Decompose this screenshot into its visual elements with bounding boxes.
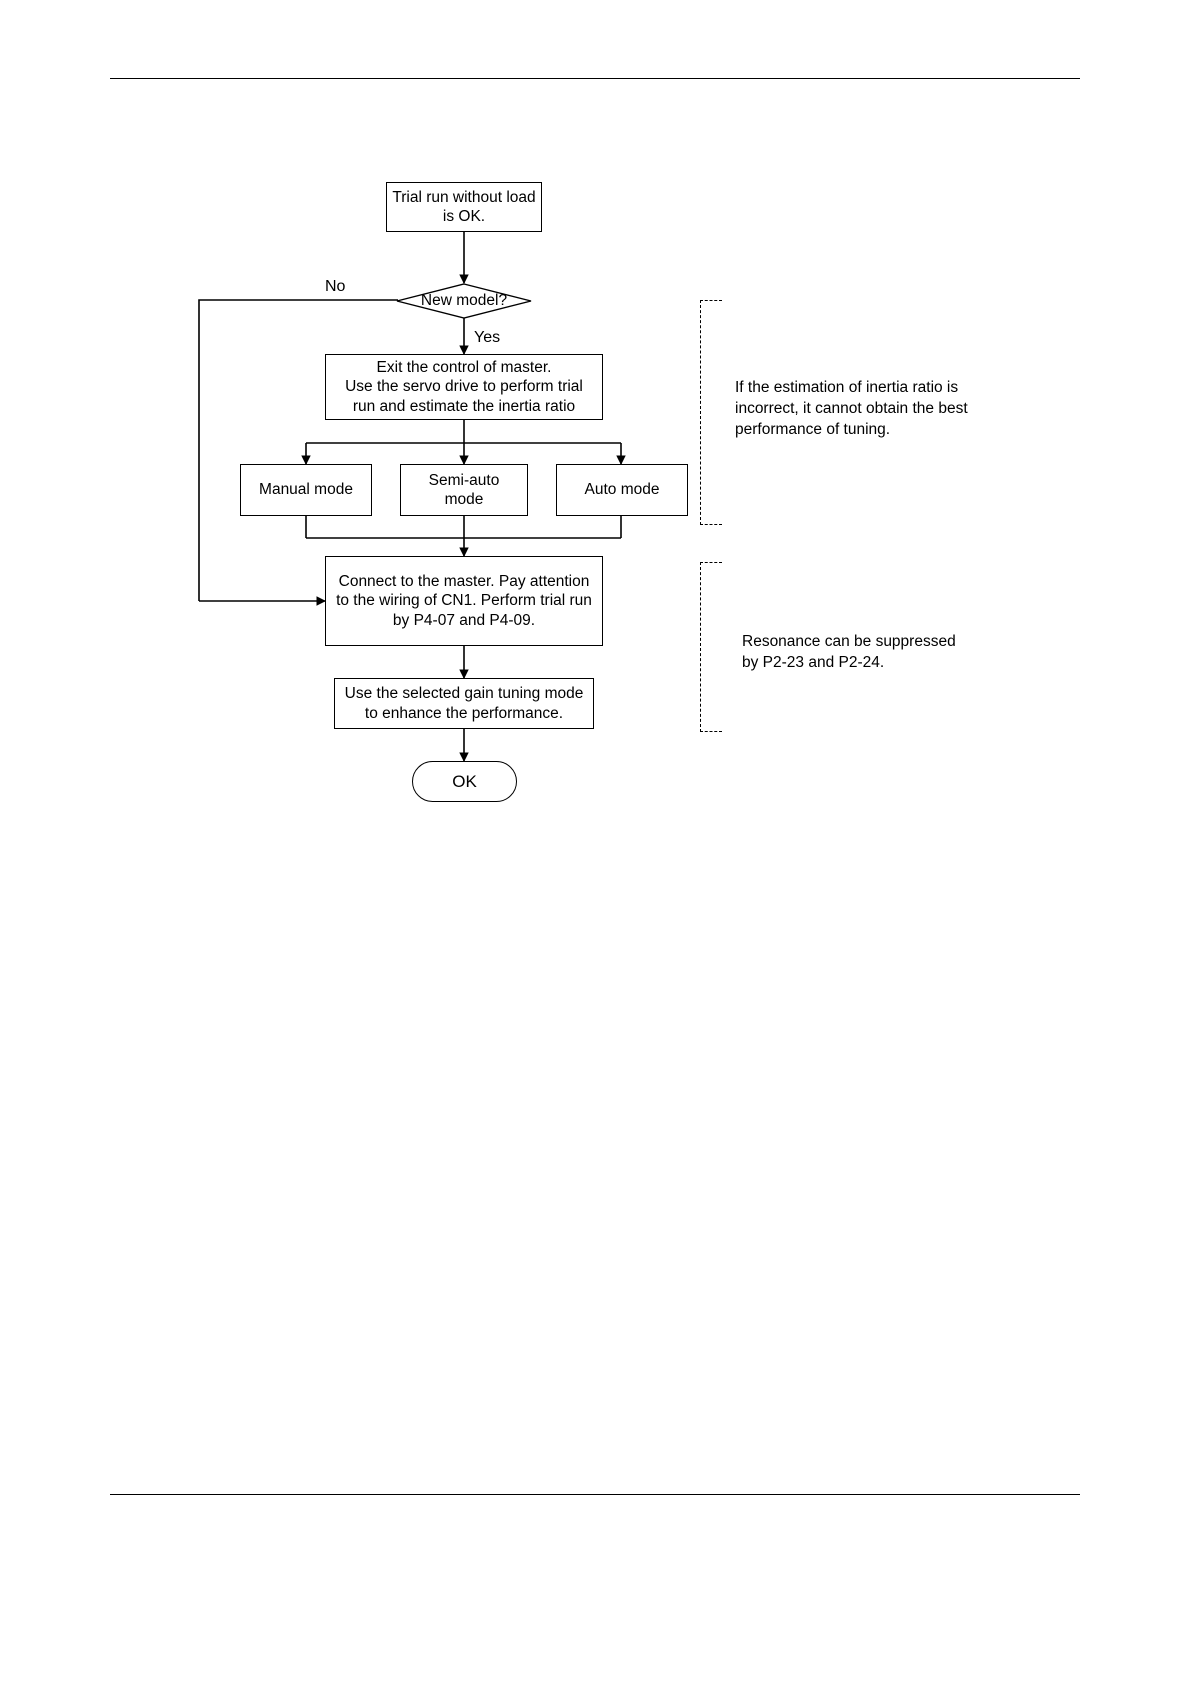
node-semi-auto-mode: Semi-auto mode: [400, 464, 528, 516]
note-bracket-inertia: [700, 300, 722, 525]
node-connect-master-label: Connect to the master. Pay attention to …: [336, 572, 592, 629]
node-enhance-performance-label: Use the selected gain tuning mode to enh…: [344, 685, 584, 722]
node-new-model-decision: New model?: [396, 283, 532, 319]
note-bracket-resonance: [700, 562, 722, 732]
node-auto-mode: Auto mode: [556, 464, 688, 516]
edge-label-no: No: [325, 278, 346, 295]
diamond-shape: [396, 283, 532, 319]
page-header-rule: [110, 78, 1080, 79]
node-manual-mode-label: Manual mode: [259, 481, 353, 499]
node-ok-label: OK: [452, 771, 477, 791]
node-semi-auto-mode-label: Semi-auto mode: [428, 471, 500, 508]
node-enhance-performance: Use the selected gain tuning mode to enh…: [334, 678, 594, 729]
node-exit-master-estimate: Exit the control of master. Use the serv…: [325, 354, 603, 420]
note-resonance: Resonance can be suppressed by P2-23 and…: [742, 633, 956, 671]
node-trial-run-ok: Trial run without load is OK.: [386, 182, 542, 232]
node-manual-mode: Manual mode: [240, 464, 372, 516]
node-ok-terminator: OK: [412, 761, 517, 802]
node-exit-master-estimate-label: Exit the control of master. Use the serv…: [345, 358, 583, 415]
node-connect-master: Connect to the master. Pay attention to …: [325, 556, 603, 646]
page-footer-rule: [110, 1494, 1080, 1495]
node-trial-run-ok-label: Trial run without load is OK.: [392, 188, 536, 225]
node-auto-mode-label: Auto mode: [584, 481, 660, 499]
edge-label-yes: Yes: [474, 329, 501, 346]
node-new-model-label: New model?: [420, 292, 508, 309]
note-inertia-ratio: If the estimation of inertia ratio is in…: [735, 379, 968, 438]
